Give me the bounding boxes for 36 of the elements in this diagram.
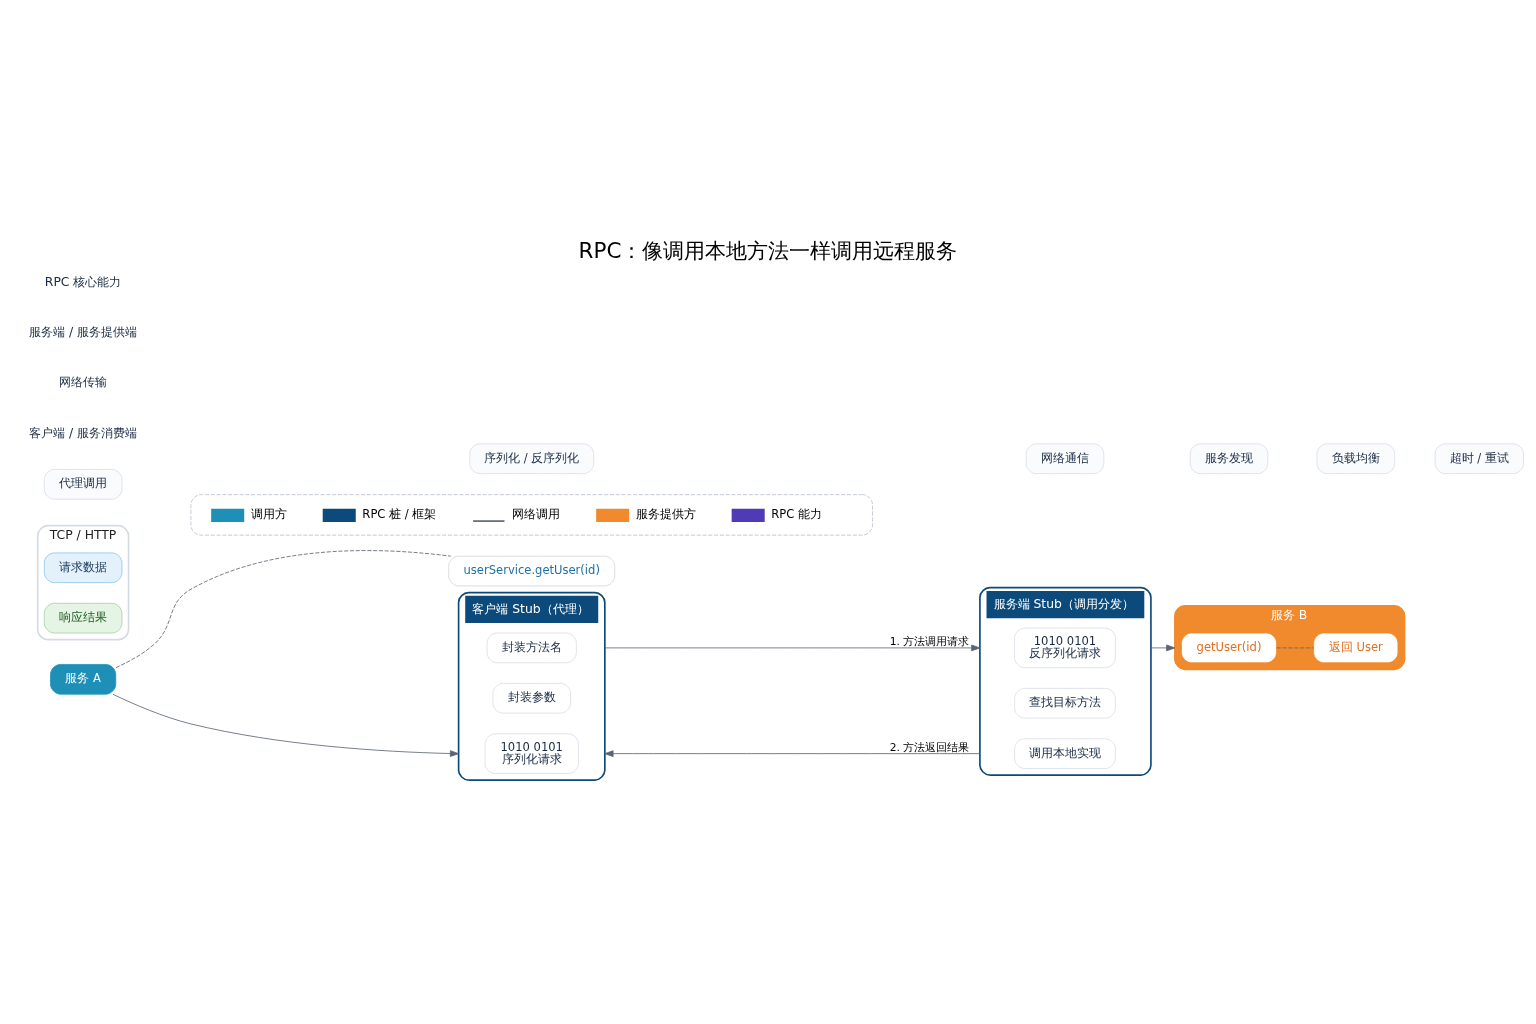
- diagram-title: RPC：像调用本地方法一样调用远程服务: [578, 237, 958, 263]
- label: 服务端 / 服务提供端: [29, 324, 138, 340]
- node-box: 响应结果: [43, 602, 123, 634]
- node-box: 超时 / 重试: [1434, 443, 1524, 474]
- label: RPC 核心能力: [44, 273, 122, 289]
- node-box: 负载均衡: [1316, 443, 1396, 474]
- edge-label: 2. 方法返回结果: [889, 740, 970, 754]
- edge-label: 1. 方法调用请求: [889, 634, 970, 648]
- node-box: 返回 User: [1313, 632, 1399, 664]
- node-box: 代理调用: [43, 469, 123, 500]
- arrow: [604, 750, 981, 757]
- label: 网络传输: [59, 374, 108, 390]
- legend-label: RPC 能力: [771, 507, 823, 522]
- node-box: 请求数据: [43, 552, 123, 584]
- legend-label: 服务提供方: [635, 507, 696, 522]
- legend-label: 网络调用: [511, 507, 560, 522]
- node-box: 查找目标方法: [1014, 687, 1116, 719]
- legend-label: RPC 桩 / 框架: [362, 507, 437, 522]
- node-box: 网络通信: [1025, 443, 1105, 474]
- legend-label: 调用方: [250, 507, 287, 522]
- node-box: 服务发现: [1189, 443, 1269, 474]
- arrow: [1150, 644, 1176, 652]
- node-box: 封装参数: [492, 683, 571, 714]
- connector: [115, 550, 452, 668]
- connector: [1276, 647, 1314, 649]
- arrow: [604, 644, 981, 652]
- node-box: 1010 0101 反序列化请求: [1014, 627, 1116, 669]
- node-box: getUser(id): [1181, 632, 1277, 664]
- node-box: userService.getUser(id): [448, 555, 616, 587]
- node-box: 序列化 / 反序列化: [469, 443, 595, 474]
- node-box: 调用本地实现: [1014, 738, 1116, 769]
- node-box: 封装方法名: [486, 632, 577, 664]
- arrow: [112, 693, 460, 757]
- label: 客户端 / 服务消费端: [29, 424, 138, 440]
- node-box: 1010 0101 序列化请求: [484, 733, 579, 774]
- node-box: 服务 A: [50, 664, 117, 695]
